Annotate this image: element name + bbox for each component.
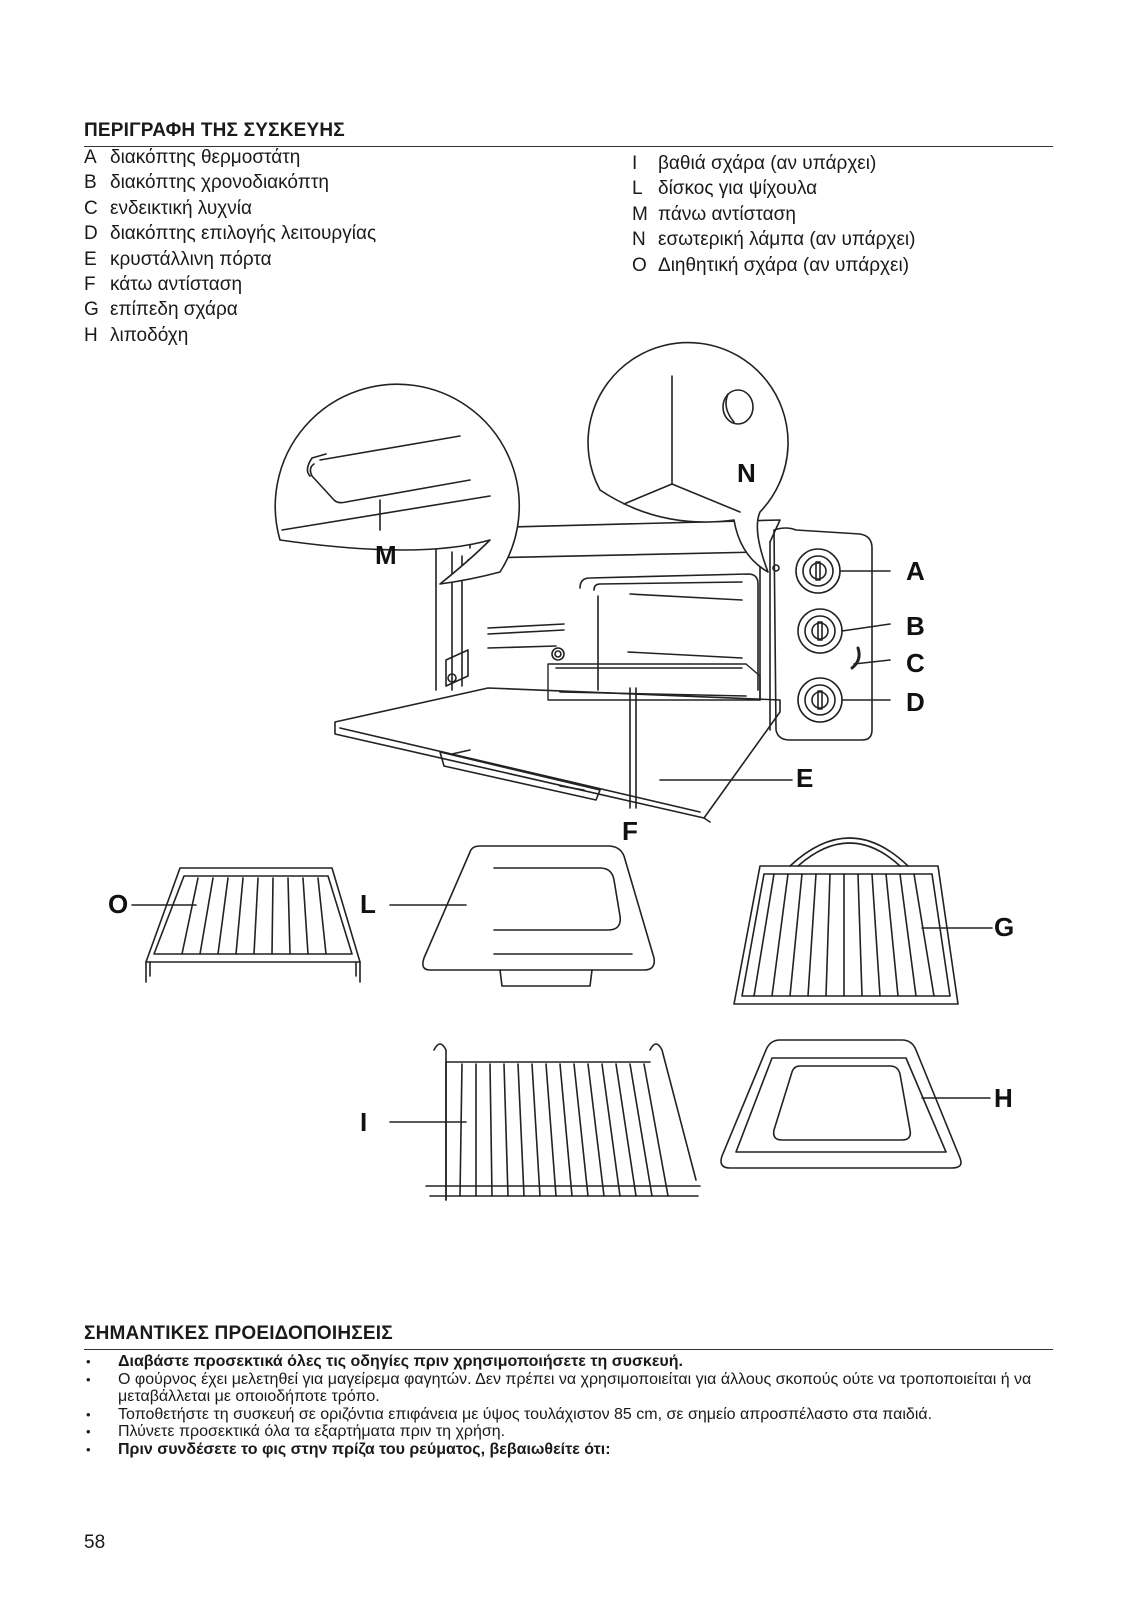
part-text: βαθιά σχάρα (αν υπάρχει) — [658, 153, 877, 174]
warning-text: Πριν συνδέσετε το φις στην πρίζα του ρεύ… — [118, 1440, 611, 1458]
bullet-icon: • — [86, 1354, 91, 1369]
callout-m — [274, 383, 520, 585]
warning-item: • Διαβάστε προσεκτικά όλες τις οδηγίες π… — [84, 1353, 1059, 1371]
part-text: ενδεικτική λυχνία — [110, 197, 252, 219]
label-n: N — [737, 458, 756, 488]
warning-item: • Ο φούρνος έχει μελετηθεί για μαγείρεμα… — [84, 1371, 1059, 1406]
label-f: F — [622, 816, 638, 846]
label-l: L — [360, 889, 376, 919]
part-text: επίπεδη σχάρα — [110, 299, 238, 321]
section-rule — [84, 146, 1053, 147]
part-text: δίσκος για ψίχουλα — [658, 178, 818, 200]
warnings-list: • Διαβάστε προσεκτικά όλες τις οδηγίες π… — [84, 1353, 1059, 1459]
knob-d — [797, 677, 843, 723]
part-text: διακόπτης θερμοστάτη — [110, 147, 301, 168]
part-text: διακόπτης χρονοδιακόπτη — [110, 172, 329, 194]
part-key: F — [84, 274, 96, 296]
part-text: πάνω αντίσταση — [658, 203, 796, 225]
knob-b — [797, 608, 843, 654]
bullet-icon: • — [86, 1371, 91, 1387]
flat-grill-g — [733, 837, 993, 1005]
warning-text: Τοποθετήστε τη συσκευή σε οριζόντια επιφ… — [118, 1405, 933, 1423]
bullet-icon: • — [86, 1424, 91, 1440]
bullet-icon: • — [86, 1406, 91, 1422]
bullet-icon: • — [86, 1441, 91, 1457]
part-item: O Διηθητική σχάρα (αν υπάρχει) — [632, 253, 915, 278]
section-title-description: ΠΕΡΙΓΡΑΦΗ ΤΗΣ ΣΥΣΚΕΥΗΣ — [84, 120, 345, 141]
page-number: 58 — [84, 1532, 106, 1553]
part-text: Διηθητική σχάρα (αν υπάρχει) — [658, 254, 910, 276]
part-key: A — [84, 147, 97, 168]
warning-text: Διαβάστε προσεκτικά όλες τις οδηγίες πρι… — [118, 1353, 683, 1370]
part-key: H — [84, 324, 98, 346]
knob-a — [795, 548, 841, 594]
label-b: B — [906, 611, 925, 641]
section-title-warnings: ΣΗΜΑΝΤΙΚΕΣ ΠΡΟΕΙΔΟΠΟΙΗΣΕΙΣ — [84, 1323, 393, 1344]
part-text: κρυστάλλινη πόρτα — [110, 248, 272, 270]
label-m: M — [375, 540, 397, 570]
part-key: G — [84, 299, 99, 321]
warning-item: • Πριν συνδέσετε το φις στην πρίζα του ρ… — [84, 1441, 1059, 1459]
lamp-icon — [722, 389, 754, 425]
part-key: N — [632, 229, 646, 251]
appliance-diagram: M N A B C D E F O L G I H — [108, 341, 1014, 1201]
label-o: O — [108, 889, 128, 919]
part-key: B — [84, 172, 97, 194]
part-key: M — [632, 203, 648, 225]
label-h: H — [994, 1083, 1013, 1113]
part-key: L — [632, 178, 643, 200]
warning-text: Πλύνετε προσεκτικά όλα τα εξαρτήματα πρι… — [118, 1423, 506, 1441]
label-a: A — [906, 556, 925, 586]
drip-tray-h — [720, 1039, 991, 1169]
warning-text: Ο φούρνος έχει μελετηθεί για μαγείρεμα φ… — [118, 1370, 1032, 1406]
filter-grill-o — [131, 867, 361, 983]
oven-illustration — [334, 519, 873, 823]
label-e: E — [796, 763, 813, 793]
part-text: εσωτερική λάμπα (αν υπάρχει) — [658, 229, 916, 251]
part-key: C — [84, 197, 98, 219]
section-rule — [84, 1349, 1053, 1350]
callout-n — [587, 341, 789, 573]
warning-item: • Τοποθετήστε τη συσκευή σε οριζόντια επ… — [84, 1406, 1059, 1424]
crumb-tray-l — [389, 845, 656, 987]
part-key: E — [84, 248, 97, 270]
label-g: G — [994, 912, 1014, 942]
label-i: I — [360, 1107, 367, 1137]
part-key: O — [632, 254, 647, 276]
label-d: D — [906, 687, 925, 717]
part-key: D — [84, 223, 98, 245]
label-c: C — [906, 648, 925, 678]
deep-grill-i — [389, 1043, 701, 1201]
warning-item: • Πλύνετε προσεκτικά όλα τα εξαρτήματα π… — [84, 1423, 1059, 1441]
part-text: διακόπτης επιλογής λειτουργίας — [110, 223, 377, 245]
part-key: I — [632, 153, 638, 174]
part-text: κάτω αντίσταση — [110, 274, 243, 296]
part-text: λιποδόχη — [110, 324, 189, 346]
